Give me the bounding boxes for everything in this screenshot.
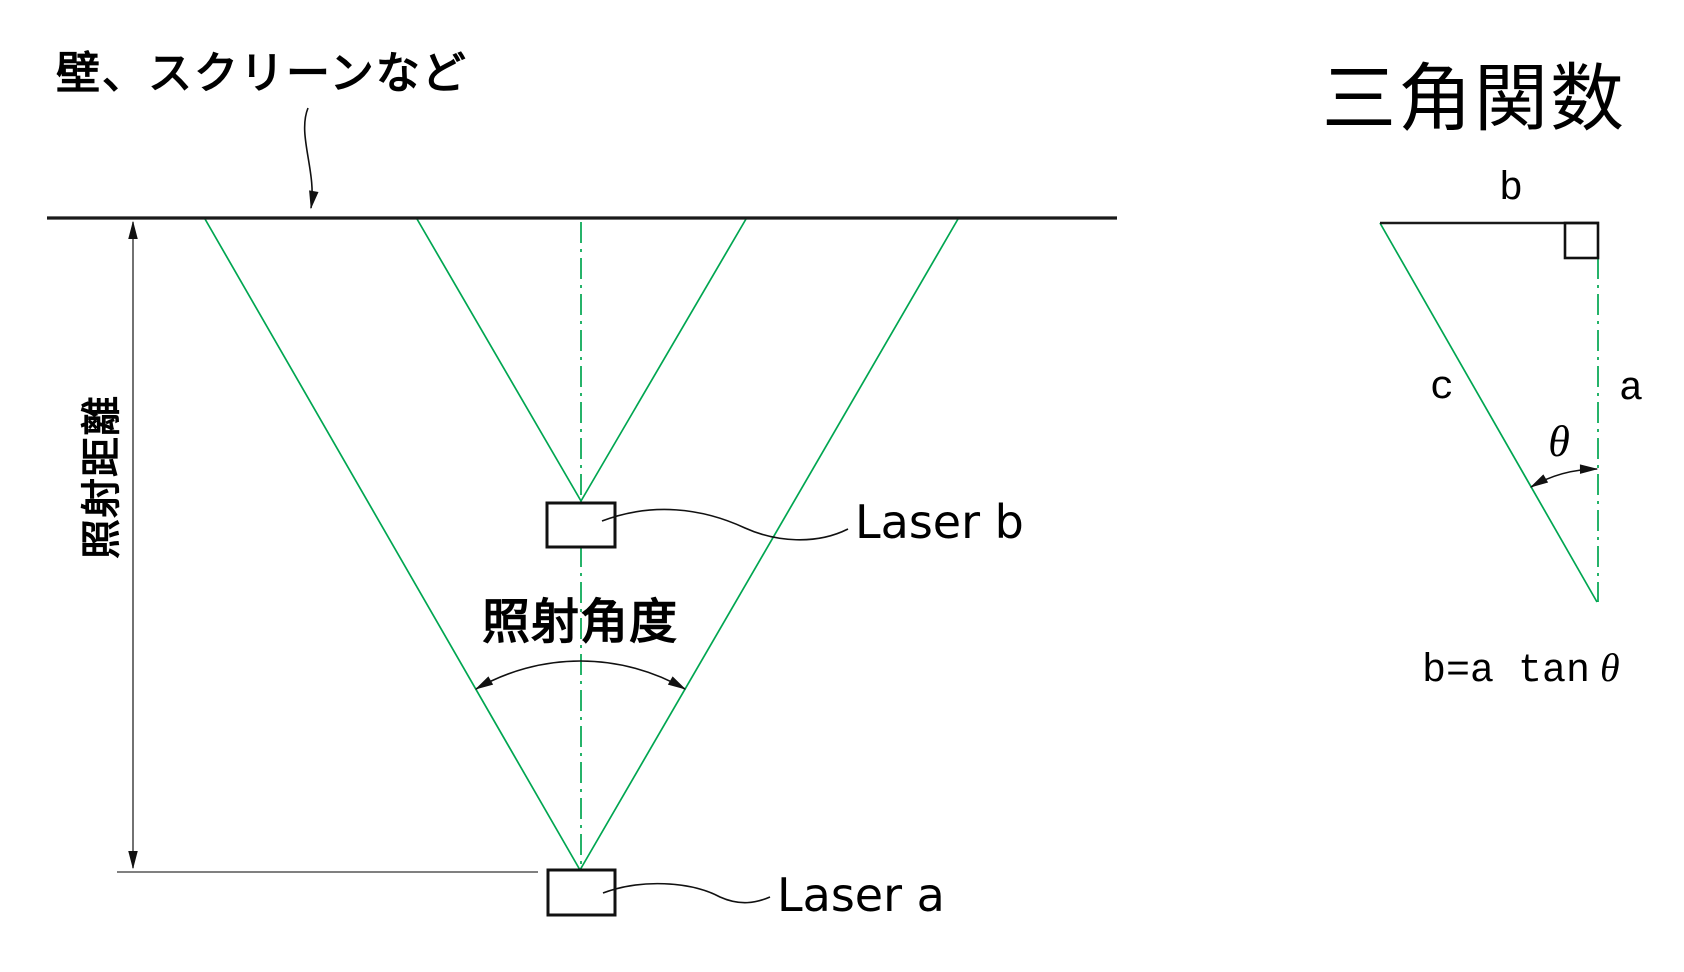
trig-title: 三角関数 [1322,56,1626,142]
wall-label: 壁、スクリーンなど [56,48,468,99]
laser-a-beam-left [204,218,581,871]
irradiation-distance-label: 照射距離 [79,395,125,559]
laser-a-beam-right [579,218,959,871]
formula-prefix: b=a tan [1422,649,1591,694]
triangle-hypotenuse [1379,222,1598,603]
side-b-label: b [1498,167,1523,212]
laser-b-beam-left [416,218,582,502]
laser-b-leader [601,508,849,541]
side-c-label: c [1429,366,1454,411]
irradiation-angle-label: 照射角度 [481,594,678,650]
right-angle-mark [1563,221,1600,260]
wall-label-leader [303,107,319,210]
laser-a-label: Laser a [777,868,945,922]
laser-b-label: Laser b [855,495,1024,549]
laser-b-beam-right [580,218,747,502]
laser-a-leader [602,882,771,904]
theta-angle-arc [1529,464,1599,488]
irradiation-angle-arc [474,660,687,690]
theta-label: θ [1548,417,1570,466]
laser-b-box [545,501,617,549]
side-a-label: a [1618,367,1643,412]
formula-theta: θ [1600,645,1620,690]
